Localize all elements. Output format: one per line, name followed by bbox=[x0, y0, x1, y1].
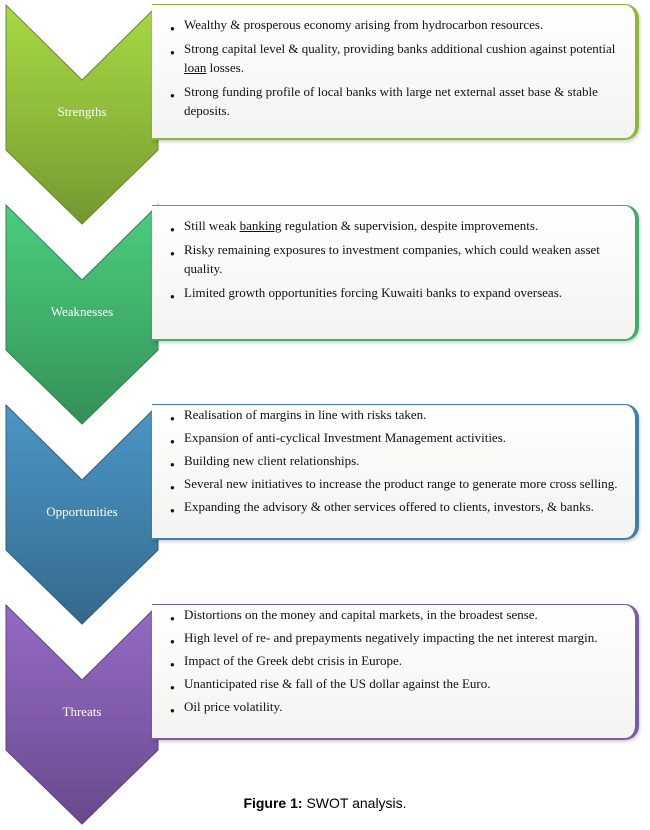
bullet-item: ● Strong funding profile of local banks w… bbox=[170, 82, 623, 120]
bullet-text: Realisation of margins in line with risk… bbox=[184, 407, 427, 422]
bullet-dot-icon: ● bbox=[170, 48, 175, 57]
section-label-weaknesses: Weaknesses bbox=[50, 304, 114, 319]
bullet-text: High level of re- and prepayments negati… bbox=[184, 630, 598, 645]
bullet-item: ● High level of re- and prepayments negat… bbox=[170, 628, 623, 647]
bullet-list: ● Still weak banking regulation & supervi… bbox=[152, 206, 635, 302]
bullet-item: ● Impact of the Greek debt crisis in Euro… bbox=[170, 651, 623, 670]
chevron-shape bbox=[5, 204, 159, 425]
caption-text: SWOT analysis. bbox=[302, 795, 407, 811]
chevron-shape bbox=[5, 404, 159, 625]
bullet-item: ● Building new client relationships. bbox=[170, 451, 623, 470]
bullet-text: Building new client relationships. bbox=[184, 453, 360, 468]
bullet-text: Oil price volatility. bbox=[184, 699, 283, 714]
bullet-item: ● Expansion of anti-cyclical Investment M… bbox=[170, 428, 623, 447]
section-label-opportunities: Opportunities bbox=[46, 504, 118, 519]
bullet-text: Expansion of anti-cyclical Investment Ma… bbox=[184, 430, 507, 445]
bullet-text: Wealthy & prosperous economy arising fro… bbox=[184, 17, 544, 32]
bullet-text: Strong funding profile of local banks wi… bbox=[184, 84, 598, 118]
bullet-text: Unanticipated rise & fall of the US doll… bbox=[184, 676, 491, 691]
bullet-dot-icon: ● bbox=[170, 683, 175, 692]
bullet-dot-icon: ● bbox=[170, 292, 175, 301]
bullet-dot-icon: ● bbox=[170, 437, 175, 446]
section-box-opportunities: ● Realisation of margins in line with ris… bbox=[152, 404, 639, 540]
bullet-text: regulation & supervision, despite improv… bbox=[281, 218, 539, 233]
bullet-dot-icon: ● bbox=[170, 637, 175, 646]
bullet-text: Still weak bbox=[184, 218, 240, 233]
bullet-dot-icon: ● bbox=[170, 506, 175, 515]
chevron-strengths bbox=[4, 4, 160, 226]
bullet-item: ● Wealthy & prosperous economy arising fr… bbox=[170, 15, 623, 34]
bullet-item: ● Oil price volatility. bbox=[170, 697, 623, 716]
bullet-dot-icon: ● bbox=[170, 660, 175, 669]
bullet-dot-icon: ● bbox=[170, 614, 175, 623]
bullet-text: Strong capital level & quality, providin… bbox=[184, 41, 616, 56]
underlined-term[interactable]: banking bbox=[239, 218, 282, 233]
bullet-item: ● Unanticipated rise & fall of the US dol… bbox=[170, 674, 623, 693]
bullet-item: ● Strong capital level & quality, providi… bbox=[170, 39, 623, 77]
section-box-strengths: ● Wealthy & prosperous economy arising fr… bbox=[152, 4, 639, 140]
section-label-strengths: Strengths bbox=[57, 104, 107, 119]
bullet-item: ● Risky remaining exposures to investment… bbox=[170, 240, 623, 278]
bullet-item: ● Distortions on the money and capital ma… bbox=[170, 605, 623, 624]
bullet-list: ● Distortions on the money and capital ma… bbox=[152, 605, 635, 716]
bullet-text: Limited growth opportunities forcing Kuw… bbox=[184, 285, 563, 300]
bullet-text: Risky remaining exposures to investment … bbox=[184, 242, 600, 276]
figure-caption: Figure 1: SWOT analysis. bbox=[0, 795, 650, 811]
chevron-shape bbox=[5, 4, 159, 225]
bullet-item: ● Realisation of margins in line with ris… bbox=[170, 405, 623, 424]
bullet-text: Impact of the Greek debt crisis in Europ… bbox=[184, 653, 403, 668]
chevron-weaknesses bbox=[4, 204, 160, 426]
bullet-text: Distortions on the money and capital mar… bbox=[184, 607, 538, 622]
chevron-opportunities bbox=[4, 404, 160, 626]
bullet-dot-icon: ● bbox=[170, 91, 175, 100]
bullet-list: ● Wealthy & prosperous economy arising fr… bbox=[152, 5, 635, 120]
bullet-dot-icon: ● bbox=[170, 249, 175, 258]
bullet-item: ● Still weak banking regulation & supervi… bbox=[170, 216, 623, 235]
underlined-term[interactable]: loan bbox=[184, 60, 207, 75]
bullet-dot-icon: ● bbox=[170, 24, 175, 33]
bullet-text: losses. bbox=[206, 60, 244, 75]
bullet-dot-icon: ● bbox=[170, 483, 175, 492]
bullet-item: ● Limited growth opportunities forcing Ku… bbox=[170, 283, 623, 302]
bullet-list: ● Realisation of margins in line with ris… bbox=[152, 405, 635, 516]
bullet-dot-icon: ● bbox=[170, 706, 175, 715]
section-box-threats: ● Distortions on the money and capital ma… bbox=[152, 604, 639, 740]
caption-label: Figure 1: bbox=[243, 795, 303, 811]
chevron-shape bbox=[5, 604, 159, 825]
bullet-item: ● Several new initiatives to increase the… bbox=[170, 474, 623, 493]
section-box-weaknesses: ● Still weak banking regulation & supervi… bbox=[152, 205, 639, 341]
bullet-dot-icon: ● bbox=[170, 414, 175, 423]
bullet-text: Several new initiatives to increase the … bbox=[184, 476, 618, 491]
bullet-dot-icon: ● bbox=[170, 460, 175, 469]
section-label-threats: Threats bbox=[62, 704, 102, 719]
bullet-item: ● Expanding the advisory & other services… bbox=[170, 497, 623, 516]
chevron-threats bbox=[4, 604, 160, 826]
bullet-dot-icon: ● bbox=[170, 225, 175, 234]
bullet-text: Expanding the advisory & other services … bbox=[184, 499, 594, 514]
